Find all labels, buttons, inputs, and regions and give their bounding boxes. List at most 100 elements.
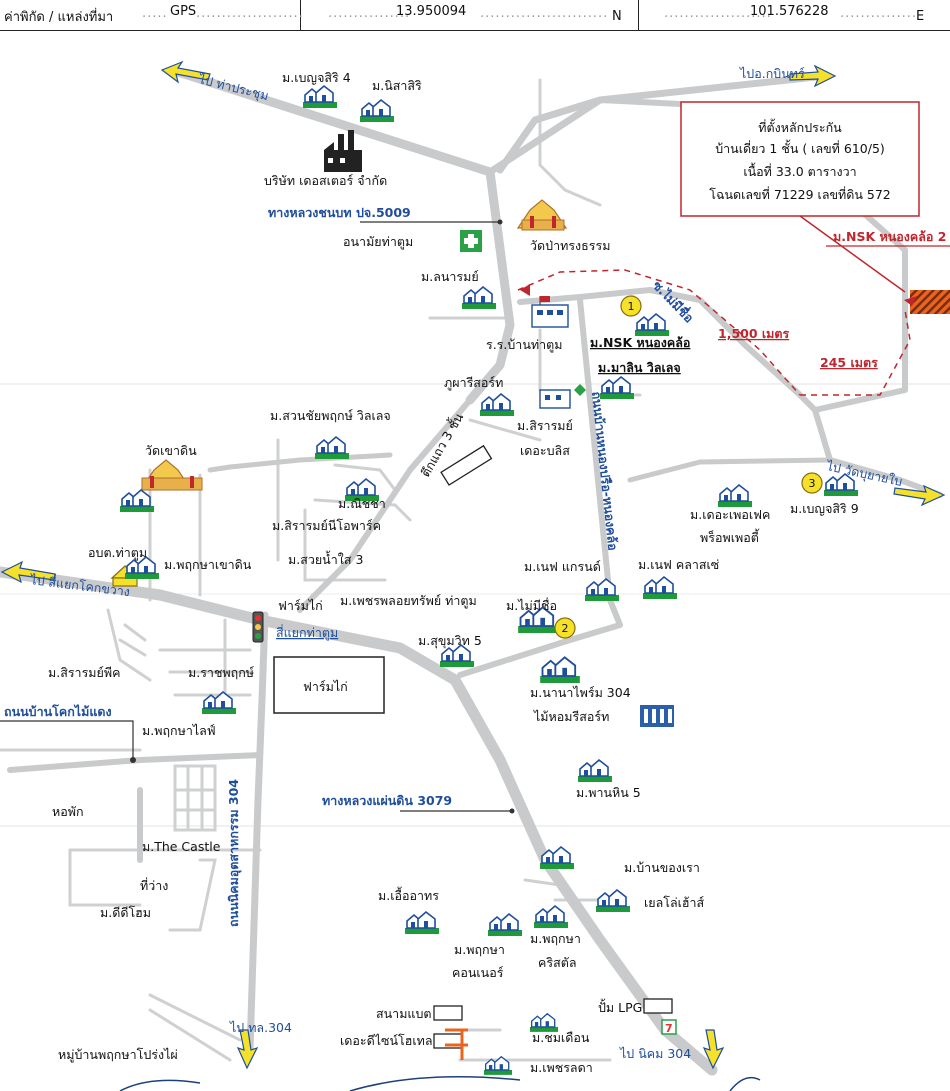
property-leader-line <box>799 215 906 293</box>
place-pruksa-crystal-2: คริสตัล <box>538 955 576 970</box>
place-nsk: ม.NSK หนองคล้อ <box>590 335 690 350</box>
house-icon <box>600 376 634 399</box>
place-vacant: ที่ว่าง <box>140 877 168 893</box>
place-farm-kai-2: ฟาร์มไก่ <box>303 679 348 694</box>
resort-icon <box>539 384 586 409</box>
marker-1: 1 <box>620 295 642 317</box>
health-cross-icon <box>460 230 482 252</box>
place-nitcha: ม.ณิชชา <box>338 496 386 511</box>
hotel-orange-road <box>445 1028 468 1060</box>
place-dorm: หอพัก <box>52 804 84 819</box>
place-sirarom: ม.สิรารมย์ <box>517 418 573 433</box>
dir-tl304: ไป ทล.304 <box>229 1020 292 1035</box>
coordinate-field-label: ค่าพิกัด / แหล่งที่มา <box>4 10 114 25</box>
dir-nikhom: ไป นิคม 304 <box>619 1046 691 1061</box>
place-phupha: ภูผารีสอร์ท <box>444 375 503 391</box>
road-nikhom-304: ถนนนิคมอุตสาหกรรม 304 <box>226 779 242 927</box>
house-icon <box>585 578 619 601</box>
place-pruksa-condo-2: คอนเนอร์ <box>452 965 504 980</box>
place-pruksa-prong: หมู่บ้านพฤกษาโปร่งไผ่ <box>58 1047 178 1063</box>
latitude-suffix: N <box>612 9 622 24</box>
place-ban-khong-rao: ม.บ้านของเรา <box>624 860 700 875</box>
house-icon <box>534 905 568 928</box>
place-school: ร.ร.บ้านท่าตูม <box>486 337 563 353</box>
place-mai-mi-chue: ม.ไม่มีชื่อ <box>506 597 557 613</box>
arrow-south-icon <box>236 1029 259 1070</box>
shophouse-block <box>440 444 493 486</box>
house-icon <box>643 576 677 599</box>
distance-245: 245 เมตร <box>820 355 878 370</box>
house-icon <box>480 393 514 416</box>
svg-text:3: 3 <box>809 477 816 490</box>
svg-text:2: 2 <box>562 622 569 635</box>
longitude-value: 101.576228 <box>750 4 829 19</box>
route-dashed-line-2 <box>800 309 911 396</box>
place-sukhumvit5: ม.สุขุมวิท 5 <box>418 633 482 649</box>
dir-tha-prachum: ไป ท่าประชุม <box>196 71 270 104</box>
lpg-box <box>643 998 673 1014</box>
place-lpg: ปั้ม LPG <box>598 998 642 1015</box>
road-rural-5009: ทางหลวงชนบท ปจ.5009 <box>268 205 411 220</box>
house-icon <box>488 913 522 936</box>
house-icon <box>303 85 337 108</box>
place-pruksa-khao: ม.พฤกษาเขาดิน <box>164 557 252 572</box>
subject-project-label: ม.NSK หนองคล้อ 2 <box>833 229 946 244</box>
place-malin: ม.มาลิน วิลเลจ <box>598 360 681 375</box>
place-suan-chai: ม.สวนชัยพฤกษ์ วิลเลจ <box>270 408 391 423</box>
arrow-northeast-icon <box>789 64 837 88</box>
place-nana-prom: ม.นานาไพร์ม 304 <box>530 685 631 700</box>
factory-icon <box>324 130 362 172</box>
road-highway-3079: ทางหลวงแผ่นดิน 3079 <box>322 793 452 808</box>
place-sirarom-phik: ม.สิรารมย์พีค <box>48 665 120 680</box>
house-icon <box>718 484 752 507</box>
latitude-value: 13.950094 <box>396 4 467 19</box>
house-icon <box>596 889 630 912</box>
route-arrow-icon <box>520 284 530 296</box>
place-ratchaphruk: ม.ราชพฤกษ์ <box>188 665 254 680</box>
place-obt: อบต.ท่าตูม <box>88 545 147 561</box>
place-badminton: สนามแบต <box>376 1006 432 1021</box>
arrow-east-icon <box>893 484 946 507</box>
temple-icon <box>516 199 568 231</box>
house-icon <box>360 99 394 122</box>
temple-icon-2 <box>140 459 203 491</box>
place-d-d-home: ม.ดีดีโฮม <box>100 905 151 920</box>
chicken-farm-plot <box>273 656 385 714</box>
building-icon <box>640 705 674 727</box>
svg-text:1: 1 <box>628 300 635 313</box>
house-icon <box>462 286 496 309</box>
place-farm-kai: ฟาร์มไก่ <box>278 598 323 613</box>
place-labels: ม.เบญจสิริ 4 ม.นิสาสิริ บริษัท เดอสเตอร์… <box>48 70 859 1075</box>
route-end-arrow-icon <box>904 296 917 306</box>
road-ban-khok: ถนนบ้านโคกไม้แดง <box>4 704 112 719</box>
house-icon <box>540 656 580 683</box>
place-nef-grand: ม.เนฟ แกรนด์ <box>524 559 601 574</box>
place-bliss: เดอะบลิส <box>520 443 570 458</box>
marker-3: 3 <box>801 472 823 494</box>
place-petch-lada: ม.เพชรลดา <box>530 1060 593 1075</box>
place-mai-hom: ไม้หอมรีสอร์ท <box>533 709 609 724</box>
property-info-box <box>680 101 920 217</box>
property-title: ที่ตั้งหลักประกัน <box>758 118 842 135</box>
place-phan-hin: ม.พานหิน 5 <box>576 785 641 800</box>
place-yellow-house: เยลโล่เฮ้าส์ <box>644 895 705 910</box>
place-design-hotel: เดอะดีไซน์โฮเทล <box>340 1033 433 1048</box>
place-sirarom-nio: ม.สิรารมย์นีโอพาร์ค <box>272 518 381 533</box>
arrow-northwest-icon <box>160 60 211 84</box>
place-castle: ม.The Castle <box>142 839 221 854</box>
location-map: ที่ตั้งหลักประกัน บ้านเดี่ยว 1 ชั้น ( เล… <box>0 60 950 1091</box>
bottom-scribbles <box>119 1076 761 1091</box>
source-value: GPS <box>170 4 197 19</box>
subject-parcel <box>910 290 950 314</box>
house-icon <box>440 644 474 667</box>
house-icon <box>125 556 159 579</box>
place-pruksa-life: ม.พฤกษาไลฟ์ <box>142 723 216 738</box>
place-petch-ploy: ม.เพชรพลอยทรัพย์ ท่าตูม <box>340 593 477 609</box>
place-nanarom: ม.ลนารมย์ <box>421 269 479 284</box>
place-chom-duean: ม.ชมเดือน <box>532 1030 590 1045</box>
badminton-box <box>433 1005 463 1021</box>
direction-arrows <box>0 60 946 1070</box>
marker-2: 2 <box>554 617 576 639</box>
property-type: บ้านเดี่ยว 1 ชั้น ( เลขที่ 610/5) <box>715 139 885 156</box>
road-nong-prue: ถนนบ้านหนองปรือ-หนองคล้อ <box>589 391 621 552</box>
